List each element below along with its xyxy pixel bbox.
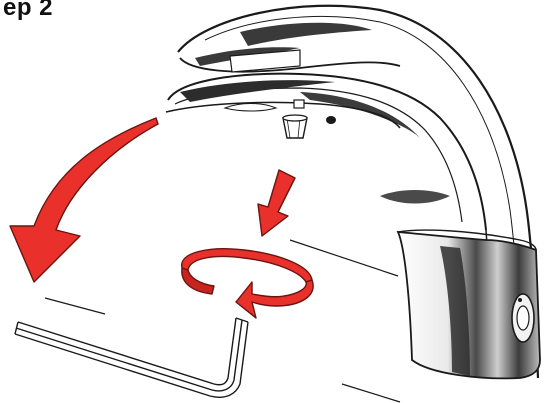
rotate-arrow-icon: [182, 249, 314, 318]
counter-lines: [45, 240, 400, 402]
curved-arrow-icon: [10, 118, 158, 282]
faucet-aerator-slot: [225, 104, 276, 112]
down-arrow-icon: [258, 170, 295, 236]
faucet-sensor-icon: [326, 116, 336, 124]
faucet-dark-lens: [380, 190, 450, 204]
hex-key-icon: [15, 318, 248, 397]
aerator-icon: [283, 100, 307, 138]
faucet-knob-icon: [512, 294, 534, 342]
faucet-top-reflection: [240, 23, 372, 46]
faucet-mid-band: [300, 92, 420, 138]
faucet-illustration: [166, 6, 540, 379]
